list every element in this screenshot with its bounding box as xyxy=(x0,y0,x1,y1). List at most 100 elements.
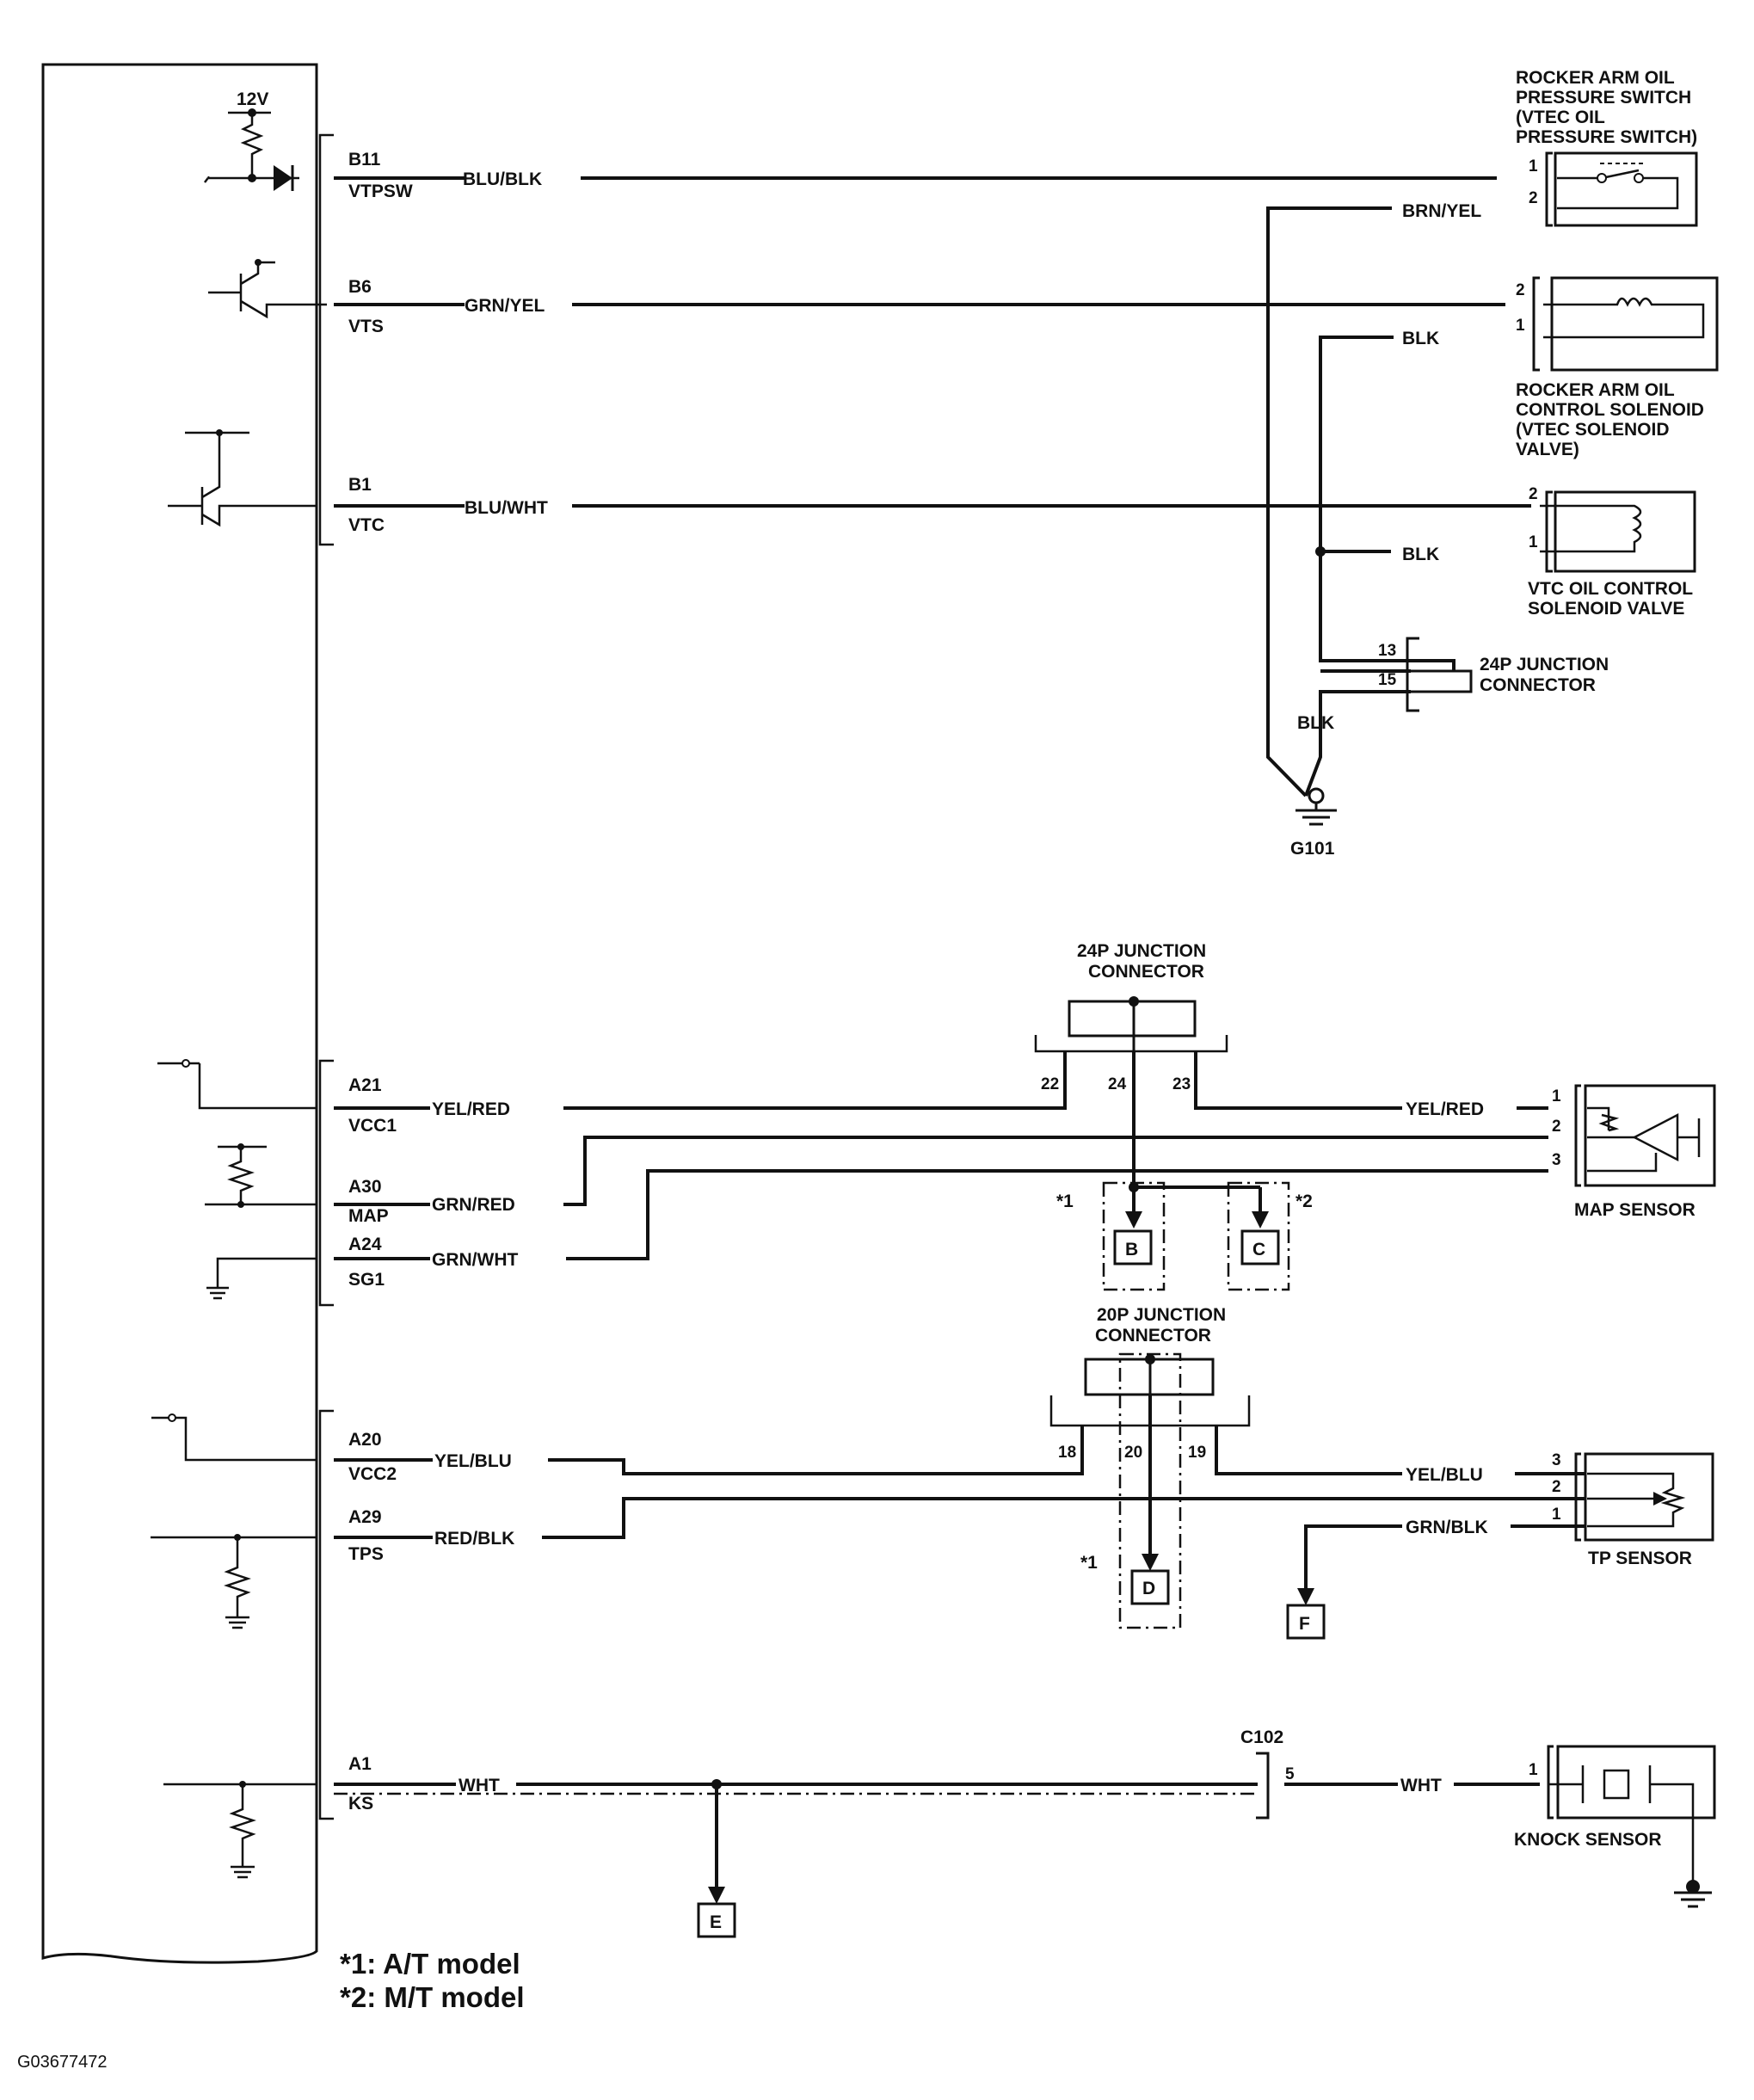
rocker-arm-oil-pressure-switch: 1 2 xyxy=(1529,151,1698,227)
rocker-switch-label: ROCKER ARM OIL PRESSURE SWITCH (VTEC OIL… xyxy=(1516,68,1697,147)
jc24mid-pin-23: 23 xyxy=(1172,1075,1191,1093)
ecm-body xyxy=(41,63,318,1964)
vtec-vtc-circuits xyxy=(334,176,1531,798)
map-sensor: 1 2 3 MAP SENSOR xyxy=(1552,1084,1716,1220)
c102-pin-5: 5 xyxy=(1285,1765,1295,1783)
svg-text:PRESSURE SWITCH: PRESSURE SWITCH xyxy=(1516,88,1691,108)
figure-code: G03677472 xyxy=(17,2053,108,2072)
jc20-pin-18: 18 xyxy=(1058,1444,1076,1462)
model-notes: *1: A/T model *2: M/T model xyxy=(340,1948,525,2013)
map-pin-3: 3 xyxy=(1552,1151,1561,1169)
ecm-internal-circuits: 12V xyxy=(151,89,327,1879)
vtc-valve-label: VTC OIL CONTROL SOLENOID VALVE xyxy=(1528,579,1693,619)
svg-text:CONNECTOR: CONNECTOR xyxy=(1088,962,1204,982)
wire-wht-b: WHT xyxy=(1400,1776,1442,1795)
ref-f: F xyxy=(1286,1604,1326,1640)
power-12v-label: 12V xyxy=(237,89,268,109)
tp-pin-2: 2 xyxy=(1552,1478,1561,1496)
pin-vts: VTS xyxy=(348,317,384,336)
wire-brn-yel: BRN/YEL xyxy=(1402,201,1481,221)
switch-pin-1: 1 xyxy=(1529,157,1538,176)
ground-label: G101 xyxy=(1290,839,1335,859)
wire-blu-blk: BLU/BLK xyxy=(463,169,542,189)
ref-b: B *1 xyxy=(1056,1181,1166,1291)
knock-sensor: 1 KNOCK SENSOR xyxy=(1514,1745,1716,1908)
wire-grn-wht: GRN/WHT xyxy=(432,1250,518,1270)
vtc-valve-pin-1: 1 xyxy=(1529,533,1538,551)
solenoid-pin-1: 1 xyxy=(1516,317,1525,335)
pin-b1: B1 xyxy=(348,475,372,495)
wire-yel-blu-a: YEL/BLU xyxy=(434,1451,512,1471)
tp-pin-1: 1 xyxy=(1552,1506,1561,1524)
svg-text:VALVE): VALVE) xyxy=(1516,440,1579,459)
note-at-model: *1: A/T model xyxy=(340,1948,520,1980)
svg-text:C: C xyxy=(1252,1240,1265,1259)
ref-c: C *2 xyxy=(1227,1181,1313,1291)
junction-connector-20p: 20P JUNCTION CONNECTOR 18 20 19 xyxy=(1049,1305,1251,1629)
pin-vcc2: VCC2 xyxy=(348,1464,397,1484)
svg-text:F: F xyxy=(1299,1614,1310,1634)
pin-a1: A1 xyxy=(348,1754,372,1774)
pin-b6: B6 xyxy=(348,277,372,297)
pin-ks: KS xyxy=(348,1794,373,1814)
svg-text:B: B xyxy=(1125,1240,1138,1259)
ref-d: D *1 xyxy=(1080,1553,1170,1605)
wire-blk-a: BLK xyxy=(1402,329,1439,348)
knock-pin-1: 1 xyxy=(1529,1761,1538,1779)
solenoid-pin-2: 2 xyxy=(1516,281,1525,299)
pin-vcc1: VCC1 xyxy=(348,1116,397,1136)
pin-vtpsw: VTPSW xyxy=(348,182,413,201)
svg-text:(VTEC OIL: (VTEC OIL xyxy=(1516,108,1605,127)
jc24mid-pin-24: 24 xyxy=(1108,1075,1127,1093)
c102-label: C102 xyxy=(1240,1727,1283,1747)
knock-sensor-circuits xyxy=(334,1752,1540,1904)
rocker-solenoid-label: ROCKER ARM OIL CONTROL SOLENOID (VTEC SO… xyxy=(1516,380,1704,459)
pin-sg1: SG1 xyxy=(348,1270,385,1290)
tp-sensor-circuits xyxy=(334,1391,1585,1605)
wire-grn-yel: GRN/YEL xyxy=(465,296,545,316)
map-sensor-circuits xyxy=(334,1051,1548,1260)
svg-text:E: E xyxy=(710,1912,722,1932)
svg-text:20P JUNCTION: 20P JUNCTION xyxy=(1097,1305,1226,1325)
wire-grn-red: GRN/RED xyxy=(432,1195,515,1215)
note-mt-model: *2: M/T model xyxy=(340,1981,525,2013)
wire-wht-a: WHT xyxy=(459,1776,500,1795)
pin-a24: A24 xyxy=(348,1235,382,1254)
star1-note-a: *1 xyxy=(1056,1192,1074,1211)
jc20-pin-19: 19 xyxy=(1188,1444,1206,1462)
wire-yel-red-b: YEL/RED xyxy=(1406,1099,1484,1119)
svg-text:24P JUNCTION: 24P JUNCTION xyxy=(1077,941,1206,961)
wire-blu-wht: BLU/WHT xyxy=(465,498,548,518)
ecm-connector-brackets xyxy=(318,133,334,1820)
star1-note-b: *1 xyxy=(1080,1553,1098,1573)
vtc-valve-pin-2: 2 xyxy=(1529,485,1538,503)
pin-map: MAP xyxy=(348,1206,389,1226)
ecm-pin-labels: B11 VTPSW B6 VTS B1 VTC A21 VCC1 A30 MAP… xyxy=(348,150,413,1814)
svg-text:PRESSURE SWITCH): PRESSURE SWITCH) xyxy=(1516,127,1697,147)
svg-text:CONTROL SOLENOID: CONTROL SOLENOID xyxy=(1516,400,1704,420)
wire-red-blk: RED/BLK xyxy=(434,1529,514,1549)
knock-sensor-label: KNOCK SENSOR xyxy=(1514,1830,1662,1850)
wire-blk-c: BLK xyxy=(1297,713,1334,733)
jc24mid-pin-22: 22 xyxy=(1041,1075,1059,1093)
wire-blk-b: BLK xyxy=(1402,545,1439,564)
svg-text:CONNECTOR: CONNECTOR xyxy=(1095,1326,1211,1346)
junction-connector-24p-top: 13 15 24P JUNCTION CONNECTOR xyxy=(1378,637,1609,712)
svg-text:24P JUNCTION: 24P JUNCTION xyxy=(1480,655,1609,674)
junction-connector-24p-mid: 24P JUNCTION CONNECTOR 22 24 23 xyxy=(1034,941,1228,1093)
pin-a30: A30 xyxy=(348,1177,382,1197)
svg-text:VTC OIL CONTROL: VTC OIL CONTROL xyxy=(1528,579,1693,599)
map-pin-1: 1 xyxy=(1552,1087,1561,1105)
pin-tps: TPS xyxy=(348,1544,384,1564)
map-sensor-label: MAP SENSOR xyxy=(1574,1200,1696,1220)
ground-g101: G101 xyxy=(1290,787,1337,859)
wire-yel-blu-b: YEL/BLU xyxy=(1406,1465,1483,1485)
jc24-pin-13: 13 xyxy=(1378,642,1396,660)
pin-b11: B11 xyxy=(348,150,381,169)
tp-sensor: 3 2 1 TP SENSOR xyxy=(1552,1451,1714,1568)
tp-sensor-label: TP SENSOR xyxy=(1588,1549,1692,1568)
star2-note: *2 xyxy=(1295,1192,1313,1211)
jc20-pin-20: 20 xyxy=(1124,1444,1142,1462)
tp-pin-3: 3 xyxy=(1552,1451,1561,1469)
svg-text:ROCKER ARM OIL: ROCKER ARM OIL xyxy=(1516,68,1675,88)
